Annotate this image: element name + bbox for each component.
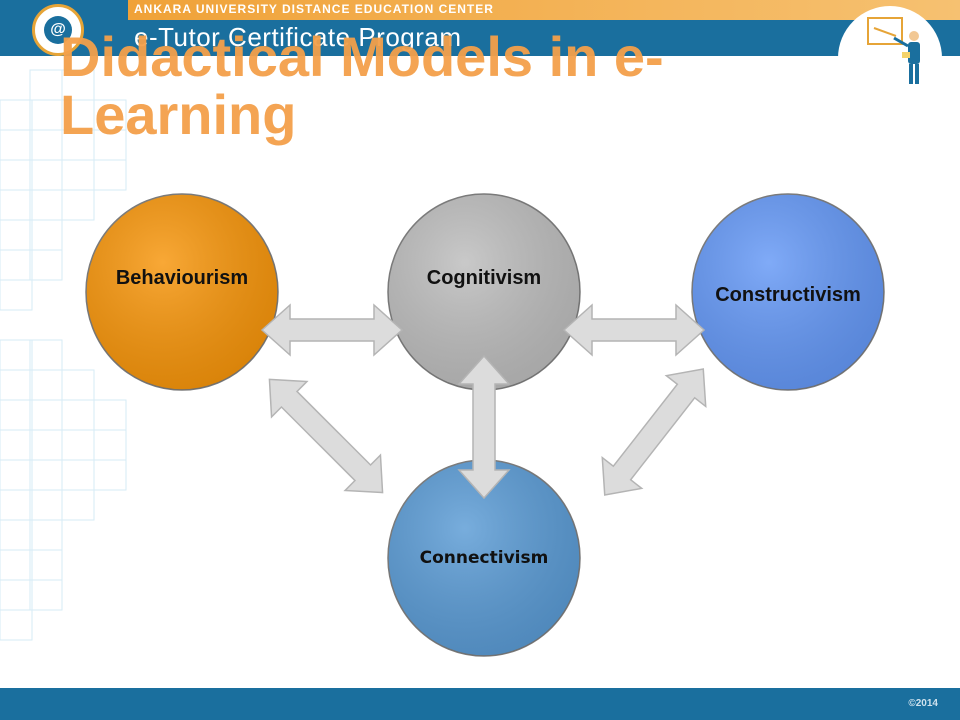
arrow-constructivism-connectivism [601, 368, 707, 496]
node-connectivism [387, 459, 581, 657]
label-cognitivism: Cognitivism [427, 267, 541, 289]
teacher-presentation-icon [867, 17, 920, 84]
label-connectivism: Connectivism [420, 548, 549, 568]
label-constructivism: Constructivism [715, 284, 861, 306]
arrow-behaviourism-cognitivism [260, 303, 404, 357]
org-name: ANKARA UNIVERSITY DISTANCE EDUCATION CEN… [134, 2, 494, 16]
copyright: ©2014 [908, 698, 938, 709]
logo-glyph: @ [44, 16, 72, 44]
program-name: e-Tutor Certificate Program [134, 22, 462, 52]
footer-bar: ©2014 [0, 688, 960, 720]
arrow-cognitivism-constructivism [562, 303, 706, 357]
node-constructivism [691, 193, 885, 391]
university-logo: @ [32, 4, 84, 56]
arrow-cognitivism-connectivism [457, 354, 511, 500]
arrow-behaviourism-connectivism [268, 378, 384, 494]
label-behaviourism: Behaviourism [116, 267, 248, 289]
org-strip [128, 0, 960, 20]
teacher-badge [838, 6, 942, 110]
node-behaviourism [85, 193, 279, 391]
decorative-grid [0, 69, 127, 641]
node-cognitivism [387, 193, 581, 391]
slide-title: Didactical Models in e-Learning [60, 25, 664, 146]
